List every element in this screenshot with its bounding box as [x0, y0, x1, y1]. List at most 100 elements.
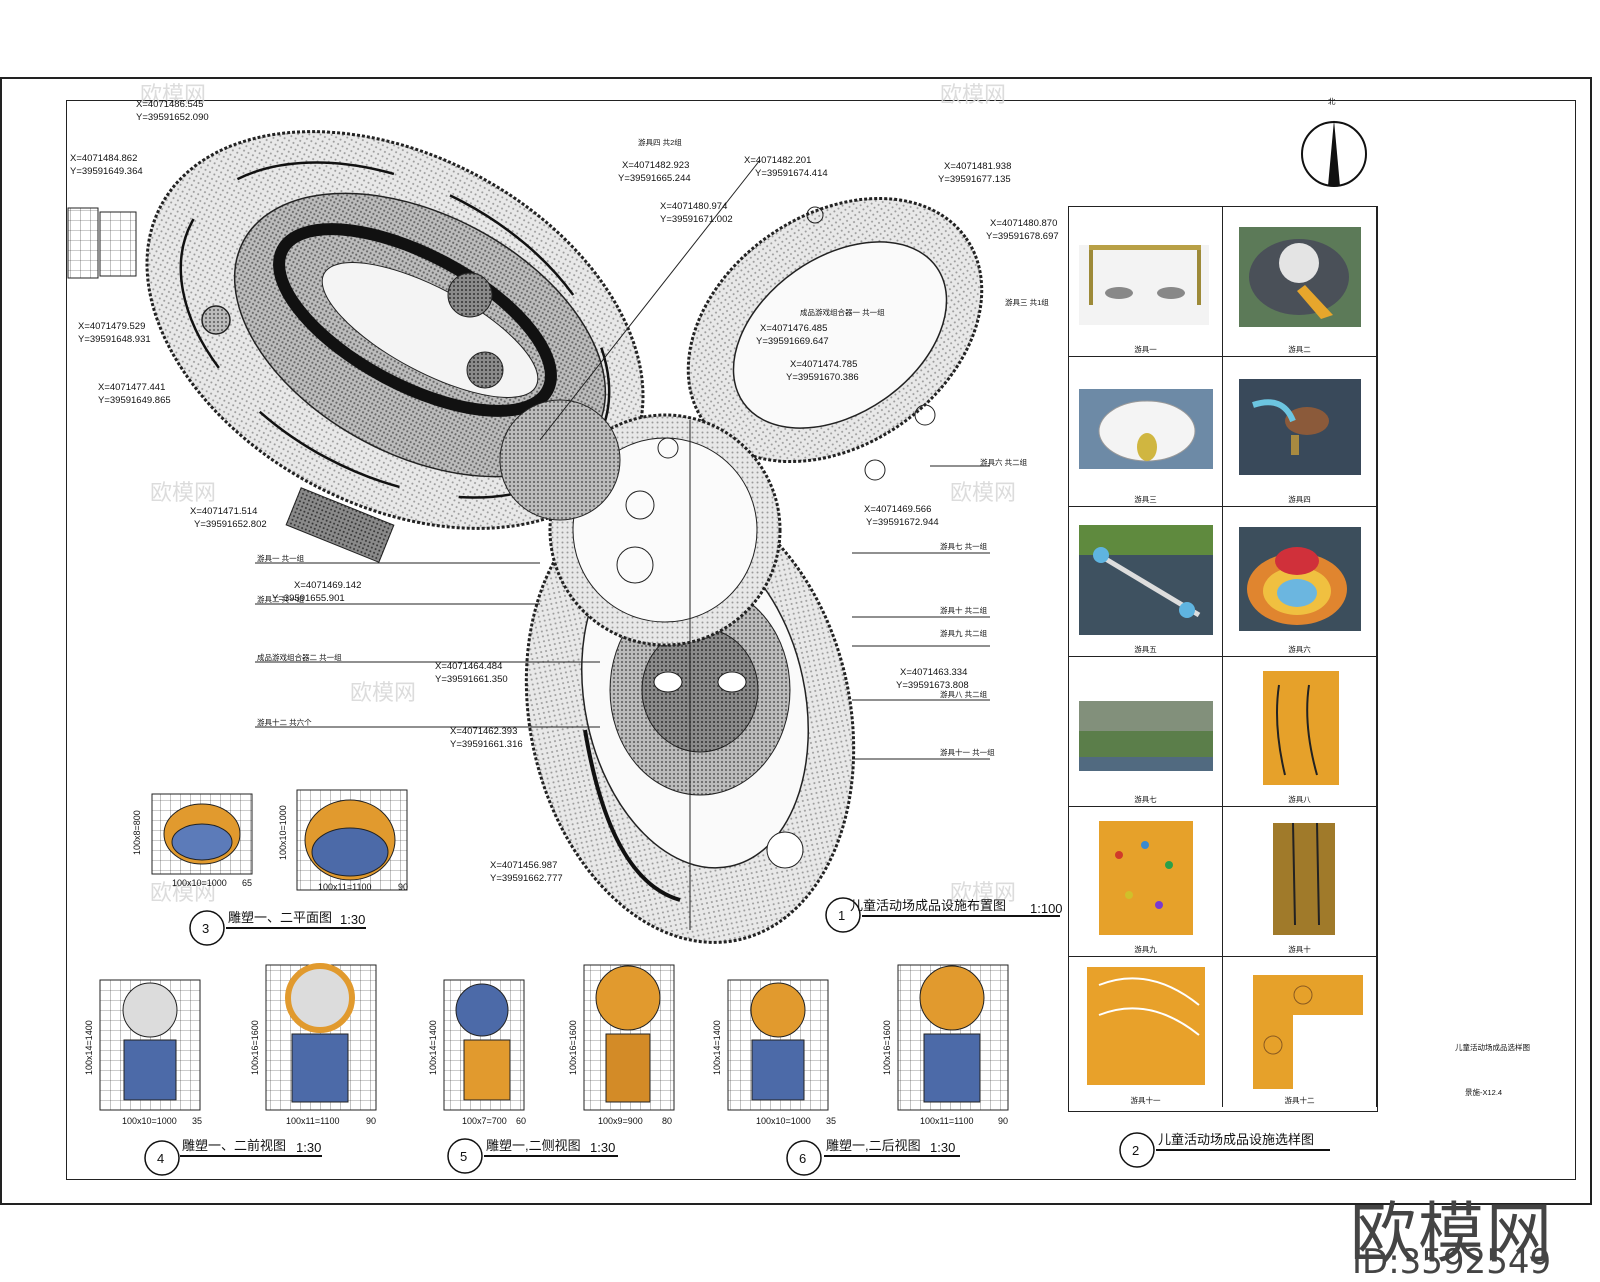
- equipment-cell: 游具一: [1069, 207, 1223, 357]
- coord-y: Y=39591671.002: [660, 214, 733, 225]
- coord-x: X=4071482.201: [744, 155, 811, 166]
- svg-text:100x10=1000: 100x10=1000: [172, 878, 227, 888]
- equipment-cell: 游具十一: [1069, 957, 1223, 1107]
- callout: 游具四 共2组: [638, 137, 682, 147]
- coord-x: X=4071476.485: [760, 323, 827, 334]
- svg-text:欧模网: 欧模网: [150, 480, 216, 505]
- equipment-cell: 游具十: [1223, 807, 1377, 957]
- equipment-cell: 游具七: [1069, 657, 1223, 807]
- coord-y: Y=39591677.135: [938, 174, 1011, 185]
- sculpture-back-views: 100x14=1400 100x10=1000 35 100x16=1600 1…: [712, 964, 1009, 1176]
- coord-y: Y=39591652.802: [194, 519, 267, 530]
- equipment-gallery: 游具一 游具二 游具三 游具四 游具五 游具六 游具七 游具八 游具九 游具十 …: [1068, 206, 1378, 1112]
- svg-text:80: 80: [662, 1116, 672, 1126]
- coord-x: X=4071474.785: [790, 359, 857, 370]
- svg-text:65: 65: [242, 878, 252, 888]
- svg-text:1:30: 1:30: [340, 912, 365, 927]
- coord-x: X=4071479.529: [78, 321, 145, 332]
- svg-text:100x11=1100: 100x11=1100: [920, 1116, 973, 1126]
- svg-text:100x14=1400: 100x14=1400: [428, 1020, 438, 1075]
- coord-y: Y=39591669.647: [756, 336, 829, 347]
- sculpture-front-views: 100x14=1400 100x10=1000 35 100x16=1600 1…: [84, 963, 377, 1176]
- svg-text:1:100: 1:100: [1030, 901, 1063, 916]
- callout: 游具十二 共六个: [257, 717, 312, 727]
- callout: 游具三 共1组: [1005, 297, 1049, 307]
- svg-text:100x9=900: 100x9=900: [598, 1116, 643, 1126]
- drawing-border-inner: [66, 100, 1576, 1180]
- coord-y: Y=39591672.944: [866, 517, 939, 528]
- coordinate-labels: X=4071486.545 Y=39591652.090 X=4071484.8…: [70, 99, 1059, 884]
- coord-y: Y=39591665.244: [618, 173, 691, 184]
- coord-y: Y=39591649.364: [70, 166, 143, 177]
- callout: 游具一 共一组: [257, 553, 305, 563]
- sculpture-plan-views: 100x8=800 100x10=1000 65 100x10=1000 100…: [132, 789, 408, 946]
- callout: 成品游戏组合器二 共一组: [257, 652, 342, 662]
- sculpture-side-views: 100x14=1400 100x7=700 60 100x16=1600 100…: [428, 964, 675, 1174]
- coord-x: X=4071462.393: [450, 726, 517, 737]
- svg-text:欧模网: 欧模网: [140, 82, 206, 107]
- equipment-cell: 游具四: [1223, 357, 1377, 507]
- title-site-plan: 1 儿童活动场成品设施布置图 1:100: [825, 897, 1063, 933]
- coord-y: Y=39591649.865: [98, 395, 171, 406]
- coord-x: X=4071463.334: [900, 667, 967, 678]
- svg-text:欧模网: 欧模网: [350, 680, 416, 705]
- coord-x: X=4071469.566: [864, 504, 931, 515]
- coord-x: X=4071481.938: [944, 161, 1011, 172]
- svg-text:100x14=1400: 100x14=1400: [712, 1020, 722, 1075]
- svg-text:100x16=1600: 100x16=1600: [250, 1020, 260, 1075]
- callout: 成品游戏组合器一 共一组: [800, 307, 885, 317]
- coord-y: Y=39591661.350: [435, 674, 508, 685]
- coord-y: Y=39591662.777: [490, 873, 563, 884]
- svg-text:4: 4: [157, 1151, 164, 1166]
- svg-text:2: 2: [1132, 1143, 1139, 1158]
- brand-logo: 欧模网: [1350, 1195, 1554, 1272]
- coord-x: X=4071480.974: [660, 201, 727, 212]
- svg-text:6: 6: [799, 1151, 806, 1166]
- svg-text:100x10=1000: 100x10=1000: [756, 1116, 811, 1126]
- callout: 游具六 共二组: [980, 457, 1028, 467]
- svg-text:100x8=800: 100x8=800: [132, 810, 142, 855]
- callout: 游具九 共二组: [940, 628, 988, 638]
- svg-text:1:30: 1:30: [296, 1140, 321, 1155]
- svg-text:欧模网: 欧模网: [940, 82, 1006, 107]
- equipment-cell: 游具二: [1223, 207, 1377, 357]
- central-hub: [499, 399, 782, 647]
- coord-y: Y=39591652.090: [136, 112, 209, 123]
- callout: 游具十 共二组: [940, 605, 988, 615]
- svg-text:100x10=1000: 100x10=1000: [278, 805, 288, 860]
- north-label: 北: [1328, 97, 1336, 106]
- coord-x: X=4071464.484: [435, 661, 502, 672]
- equipment-cell: 游具六: [1223, 507, 1377, 657]
- svg-text:儿童活动场成品设施布置图: 儿童活动场成品设施布置图: [850, 898, 1006, 913]
- svg-text:100x11=1100: 100x11=1100: [318, 882, 371, 892]
- coord-y: Y=39591674.414: [755, 168, 828, 179]
- coord-y: Y=39591661.316: [450, 739, 523, 750]
- svg-text:100x11=1100: 100x11=1100: [286, 1116, 339, 1126]
- callout-labels: 游具四 共2组 游具三 共1组 游具一 共一组 游具二 共一组 游具七 共一组 …: [257, 137, 1049, 757]
- svg-text:35: 35: [192, 1116, 202, 1126]
- coord-y: Y=39591648.931: [78, 334, 151, 345]
- coord-x: X=4071482.923: [622, 160, 689, 171]
- svg-text:3: 3: [202, 921, 209, 936]
- lobe-right: [686, 196, 984, 481]
- callout: 游具十一 共一组: [940, 747, 995, 757]
- svg-text:100x16=1600: 100x16=1600: [568, 1020, 578, 1075]
- svg-text:100x7=700: 100x7=700: [462, 1116, 507, 1126]
- image-id: ID:3592549: [1352, 1242, 1552, 1282]
- svg-text:35: 35: [826, 1116, 836, 1126]
- svg-text:100x10=1000: 100x10=1000: [122, 1116, 177, 1126]
- equipment-cell: 游具九: [1069, 807, 1223, 957]
- equipment-cell: 游具五: [1069, 507, 1223, 657]
- coord-y: Y=39591655.901: [272, 593, 345, 604]
- svg-text:90: 90: [366, 1116, 376, 1126]
- callout: 游具八 共二组: [940, 689, 988, 699]
- svg-text:90: 90: [398, 882, 408, 892]
- callout: 游具七 共一组: [940, 541, 988, 551]
- svg-text:90: 90: [998, 1116, 1008, 1126]
- watermarks: 欧模网 欧模网 欧模网 欧模网 欧模网 欧模网 欧模网 欧模网: [140, 82, 1216, 905]
- coord-y: Y=39591670.386: [786, 372, 859, 383]
- svg-text:1: 1: [838, 908, 845, 923]
- svg-text:雕塑一、二平面图: 雕塑一、二平面图: [228, 910, 332, 925]
- callout: 游具二 共一组: [257, 594, 305, 604]
